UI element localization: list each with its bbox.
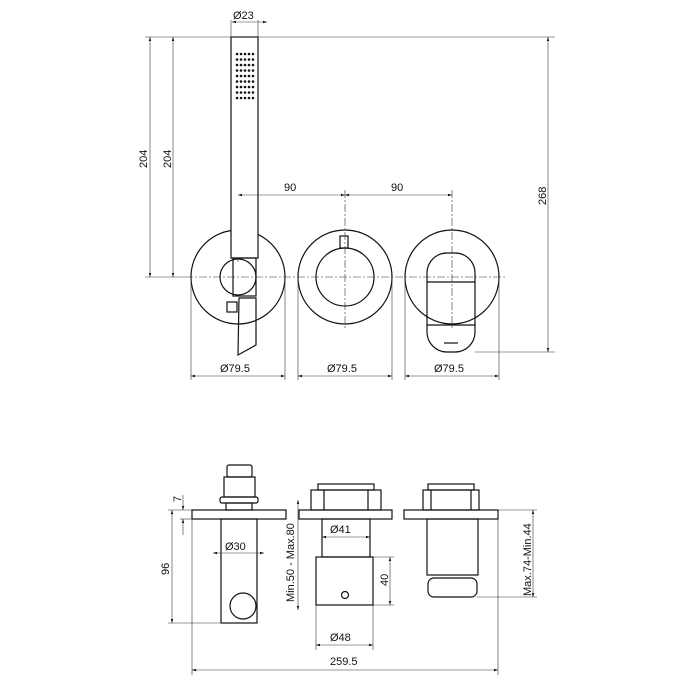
spray-nozzle — [243, 74, 247, 78]
spray-nozzle — [243, 85, 247, 89]
dim-spacing-2: 90 — [391, 182, 403, 194]
spray-nozzle — [251, 63, 255, 67]
spray-nozzle — [251, 69, 255, 72]
spray-nozzle — [239, 63, 243, 67]
dim-height-2: 204 — [162, 150, 174, 168]
dim-plate-3: Ø79.5 — [434, 363, 464, 375]
dim-outlet-depth: 96 — [160, 563, 172, 575]
spray-nozzle — [247, 91, 251, 94]
side-plate-1 — [191, 509, 287, 520]
spray-nozzle — [235, 74, 239, 78]
spray-nozzle — [239, 74, 243, 78]
dim-install-range-left: Min.50 - Max.80 — [285, 523, 297, 602]
dim-total-height: 268 — [537, 187, 549, 205]
spray-nozzle — [251, 85, 255, 89]
spray-nozzle — [251, 91, 255, 94]
spray-nozzle — [247, 96, 251, 100]
mixer-lever — [426, 252, 476, 353]
spray-nozzle — [243, 91, 247, 94]
spray-nozzle — [251, 52, 255, 56]
spray-nozzle — [243, 63, 247, 67]
dim-total-width: 259.5 — [330, 656, 358, 668]
spray-nozzle — [235, 52, 239, 56]
spray-nozzle — [239, 80, 243, 83]
dim-block-height: 40 — [379, 574, 391, 586]
dim-plate-2: Ø79.5 — [327, 363, 357, 375]
spray-nozzle — [243, 58, 247, 61]
spray-nozzle — [251, 80, 255, 83]
dim-install-range-right: Max.74-Min.44 — [522, 523, 534, 596]
spray-nozzle — [247, 52, 251, 56]
spray-nozzle — [235, 80, 239, 83]
spray-nozzle — [235, 85, 239, 89]
spray-nozzle — [251, 58, 255, 61]
dim-outlet-diameter: Ø30 — [225, 541, 246, 553]
side-view: 7 96 Ø30 Ø41 Ø48 40 Min.50 - Max.80 Max.… — [160, 464, 537, 675]
spray-nozzle — [239, 52, 243, 56]
dim-block-diameter: Ø48 — [330, 632, 351, 644]
spray-nozzle — [235, 63, 239, 67]
side-plate-2 — [298, 509, 393, 520]
hand-shower — [226, 36, 259, 357]
spray-nozzle — [247, 85, 251, 89]
spray-nozzle — [251, 96, 255, 100]
spray-nozzle — [247, 74, 251, 78]
spray-nozzle — [239, 91, 243, 94]
spray-nozzle — [239, 58, 243, 61]
spray-nozzle — [243, 96, 247, 100]
spray-nozzle — [247, 69, 251, 72]
dim-plate-1: Ø79.5 — [220, 363, 250, 375]
side-plate-3 — [403, 509, 499, 520]
dim-body-diameter: Ø41 — [330, 524, 351, 536]
spray-nozzle — [235, 58, 239, 61]
knob-marker — [339, 235, 349, 249]
spray-nozzle — [235, 69, 239, 72]
spray-nozzle — [247, 63, 251, 67]
dim-handshower-diameter: Ø23 — [233, 10, 254, 22]
dim-spacing-1: 90 — [284, 182, 296, 194]
spray-nozzle — [243, 69, 247, 72]
spray-nozzle — [235, 91, 239, 94]
spray-nozzle — [247, 58, 251, 61]
spray-nozzle — [251, 74, 255, 78]
dim-height-1: 204 — [138, 150, 150, 168]
front-view: Ø23 204 204 268 90 90 Ø79.5 Ø79.5 Ø79.5 — [138, 10, 555, 380]
spray-nozzle — [243, 52, 247, 56]
spray-nozzle — [239, 69, 243, 72]
spray-nozzle — [243, 80, 247, 83]
spray-nozzle — [239, 85, 243, 89]
dim-plate-thickness: 7 — [172, 496, 184, 502]
spray-nozzle — [239, 96, 243, 100]
spray-nozzle — [247, 80, 251, 83]
spray-nozzle — [235, 96, 239, 100]
